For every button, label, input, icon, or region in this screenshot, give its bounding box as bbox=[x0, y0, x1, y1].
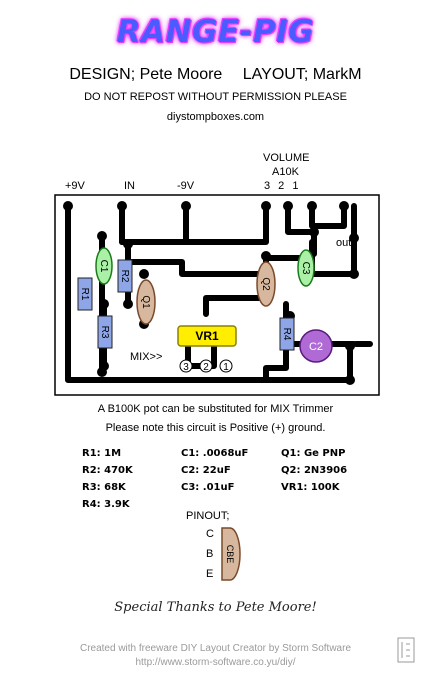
r2-resistor bbox=[117, 259, 133, 293]
thanks-line: Special Thanks to Pete Moore! bbox=[114, 600, 317, 615]
c1-label: C1 bbox=[98, 260, 109, 273]
q2-transistor bbox=[256, 261, 276, 307]
out-label: out bbox=[336, 237, 351, 249]
mix-label: MIX>> bbox=[130, 351, 162, 363]
c3-capacitor bbox=[297, 249, 315, 287]
c2-label: C2 bbox=[309, 341, 323, 353]
trimmer-pin-2: 2 bbox=[203, 362, 209, 373]
pot-note: A B100K pot can be substituted for MIX T… bbox=[97, 403, 334, 415]
transistor-pinout-icon: CBE bbox=[221, 527, 241, 581]
bom-item: Q2: 2N3906 bbox=[281, 465, 348, 476]
in-label: IN bbox=[124, 180, 135, 192]
r2-label: R2 bbox=[119, 270, 130, 283]
site-name: diystompboxes.com bbox=[166, 111, 265, 123]
pinout-body-label: CBE bbox=[225, 545, 235, 564]
credits: DESIGN; Pete Moore LAYOUT; MarkM bbox=[0, 66, 431, 84]
layout-credit: LAYOUT; MarkM bbox=[242, 66, 362, 83]
pcb-layout: out C1 R2 R1 Q1 R3 VR1 Q2 C3 R4 C2 MIX>>… bbox=[54, 194, 380, 396]
bom-item: VR1: 100K bbox=[281, 482, 340, 493]
bom-item: C2: 22uF bbox=[181, 465, 231, 476]
bom-item: R4: 3.9K bbox=[82, 499, 130, 510]
trimmer-pin-3: 3 bbox=[183, 362, 189, 373]
plus9v-label: +9V bbox=[65, 180, 85, 192]
r4-resistor bbox=[279, 317, 295, 351]
r4-label: R4 bbox=[281, 328, 292, 341]
r1-resistor bbox=[77, 277, 93, 311]
vr1-label: VR1 bbox=[195, 329, 219, 343]
bom-col-1: R1: 1M R2: 470K R3: 68K R4: 3.9K bbox=[82, 448, 133, 516]
diy-logo-icon bbox=[397, 637, 415, 663]
r1-label: R1 bbox=[79, 288, 90, 301]
ground-note: Please note this circuit is Positive (+)… bbox=[105, 422, 326, 434]
pinout-label: PINOUT; bbox=[186, 510, 230, 522]
pinout-e: E bbox=[206, 568, 214, 580]
pinout-c: C bbox=[206, 528, 214, 540]
repost-notice: DO NOT REPOST WITHOUT PERMISSION PLEASE bbox=[84, 91, 347, 103]
footer-url: http://www.storm-software.co.yu/diy/ bbox=[135, 657, 296, 668]
volume-value: A10K bbox=[272, 166, 299, 178]
q1-transistor bbox=[136, 279, 156, 325]
q2-label: Q2 bbox=[260, 277, 271, 291]
page-title: RANGE-PIG bbox=[116, 14, 315, 50]
vr1-trimmer bbox=[177, 325, 237, 347]
r3-label: R3 bbox=[99, 326, 110, 339]
volume-label: VOLUME bbox=[263, 152, 310, 164]
bom-col-3: Q1: Ge PNP Q2: 2N3906 VR1: 100K bbox=[281, 448, 347, 499]
trimmer-pin-1: 1 bbox=[223, 362, 229, 373]
pinout-b: B bbox=[206, 548, 214, 560]
c2-capacitor bbox=[299, 329, 333, 363]
bom-item: R3: 68K bbox=[82, 482, 126, 493]
bom-item: R1: 1M bbox=[82, 448, 122, 459]
design-credit: DESIGN; Pete Moore bbox=[69, 66, 223, 83]
bom-item: C3: .01uF bbox=[181, 482, 235, 493]
footer-credit: Created with freeware DIY Layout Creator… bbox=[79, 643, 352, 654]
c3-label: C3 bbox=[300, 262, 311, 275]
r3-resistor bbox=[97, 315, 113, 349]
bom-item: R2: 470K bbox=[82, 465, 133, 476]
c1-capacitor bbox=[95, 247, 113, 285]
minus9v-label: -9V bbox=[177, 180, 195, 192]
bom-item: Q1: Ge PNP bbox=[281, 448, 346, 459]
q1-label: Q1 bbox=[140, 295, 151, 309]
bom-col-2: C1: .0068uF C2: 22uF C3: .01uF bbox=[181, 448, 248, 499]
bom-item: C1: .0068uF bbox=[181, 448, 249, 459]
volume-pins: 3 2 1 bbox=[264, 180, 299, 192]
